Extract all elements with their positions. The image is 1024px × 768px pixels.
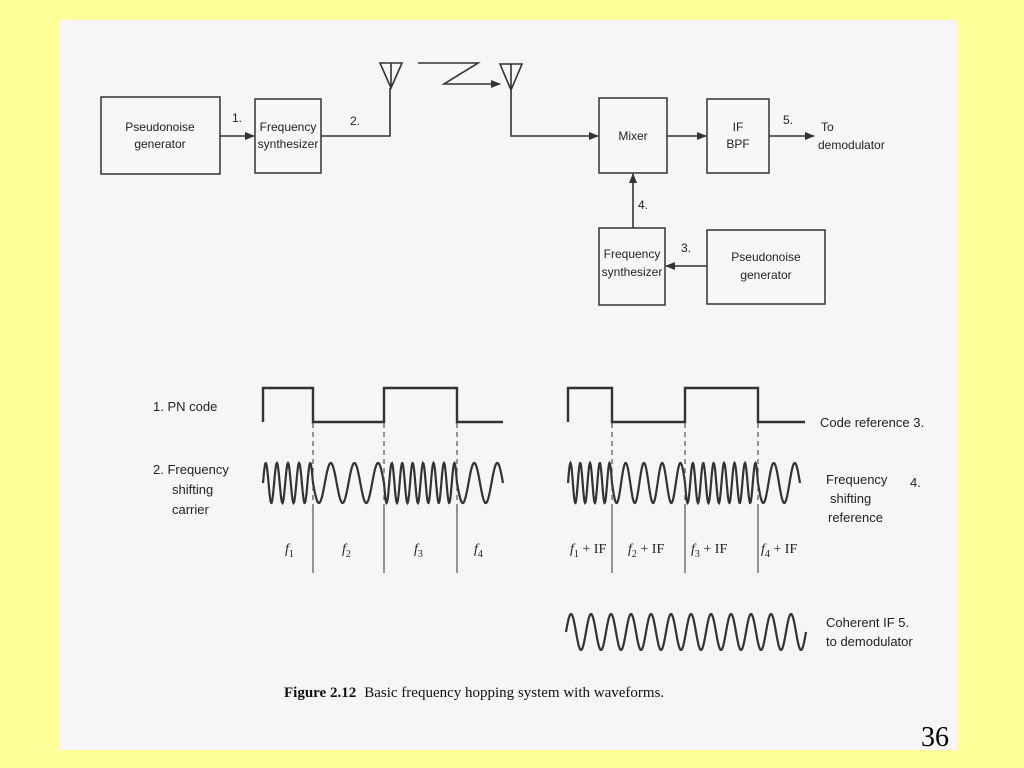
coherent-if-sine-path bbox=[564, 612, 808, 652]
to-demodulator-label-1: To bbox=[821, 120, 834, 134]
tx-antenna-icon bbox=[378, 62, 404, 90]
if-bpf-label-2: BPF bbox=[726, 137, 749, 151]
figure-caption-label: Figure 2.12 bbox=[284, 685, 356, 701]
tx-pseudonoise-generator-block: Pseudonoise generator bbox=[100, 96, 221, 175]
mixer-block: Mixer bbox=[598, 97, 668, 174]
rx-frequency-synthesizer-block: Frequency synthesizer bbox=[598, 227, 666, 306]
frequency-shifting-carrier-waveform bbox=[261, 460, 505, 506]
freq-label-f1-if: f1 + IF bbox=[570, 542, 606, 560]
coherent-if-label-2: to demodulator bbox=[826, 634, 913, 649]
pn-code-label: 1. PN code bbox=[153, 399, 217, 414]
marker-1-tx: 1. bbox=[232, 111, 242, 125]
freq-label-f3-if: f3 + IF bbox=[691, 542, 727, 560]
tx-fs-label-1: Frequency bbox=[260, 120, 317, 134]
figure-caption-text: Basic frequency hopping system with wave… bbox=[364, 685, 664, 701]
tx-pn-label-2: generator bbox=[134, 137, 185, 151]
if-bpf-label-1: IF bbox=[733, 120, 744, 134]
to-demodulator-label-2: demodulator bbox=[818, 138, 885, 152]
frequency-shifting-reference-waveform bbox=[566, 460, 802, 506]
freq-shifting-reference-label-3: reference bbox=[828, 510, 883, 525]
freq-label-f2-if: f2 + IF bbox=[628, 542, 664, 560]
rx-fs-label-2: synthesizer bbox=[602, 265, 663, 279]
freq-label-f2: f2 bbox=[342, 542, 351, 560]
code-reference-waveform bbox=[566, 386, 805, 424]
freq-shifting-carrier-label-1: 2. Frequency bbox=[153, 462, 229, 477]
freq-label-f3: f3 bbox=[414, 542, 423, 560]
freq-label-f4-if: f4 + IF bbox=[761, 542, 797, 560]
marker-3-rx: 3. bbox=[681, 241, 691, 255]
code-reference-label: Code reference 3. bbox=[820, 415, 924, 430]
rx-antenna-icon bbox=[498, 63, 524, 93]
mixer-label: Mixer bbox=[618, 129, 647, 143]
page-number: 36 bbox=[921, 722, 949, 753]
line-synth-to-antenna bbox=[321, 88, 391, 137]
coherent-if-label-1: Coherent IF 5. bbox=[826, 615, 909, 630]
marker-4-rx: 4. bbox=[638, 198, 648, 212]
figure-caption: Figure 2.12 Basic frequency hopping syste… bbox=[284, 685, 664, 701]
marker-2-tx: 2. bbox=[350, 114, 360, 128]
coherent-if-waveform bbox=[564, 612, 808, 652]
rx-fs-label-1: Frequency bbox=[604, 247, 661, 261]
if-bpf-block: IF BPF bbox=[706, 98, 770, 174]
rx-pseudonoise-generator-block: Pseudonoise generator bbox=[706, 229, 826, 305]
rx-pn-label-1: Pseudonoise bbox=[731, 250, 801, 264]
marker-5-rx: 5. bbox=[783, 113, 793, 127]
freq-shifting-reference-label-1: Frequency bbox=[826, 472, 888, 487]
carrier-sine-path bbox=[261, 460, 505, 506]
freq-shifting-carrier-label-3: carrier bbox=[172, 502, 210, 517]
rx-pn-label-2: generator bbox=[740, 268, 791, 282]
line-antenna-to-mixer bbox=[510, 90, 599, 140]
freq-shifting-carrier-label-2: shifting bbox=[172, 482, 213, 497]
radio-link-icon bbox=[418, 62, 501, 88]
tx-fs-label-2: synthesizer bbox=[258, 137, 319, 151]
reference-sine-path bbox=[566, 460, 802, 506]
freq-label-f1: f1 bbox=[285, 542, 294, 560]
tx-frequency-synthesizer-block: Frequency synthesizer bbox=[254, 98, 322, 174]
tx-pn-label-1: Pseudonoise bbox=[125, 120, 195, 134]
freq-shifting-reference-number: 4. bbox=[910, 475, 921, 490]
pn-code-waveform bbox=[261, 386, 503, 424]
freq-label-f4: f4 bbox=[474, 542, 483, 560]
freq-shifting-reference-label-2: shifting bbox=[830, 491, 871, 506]
